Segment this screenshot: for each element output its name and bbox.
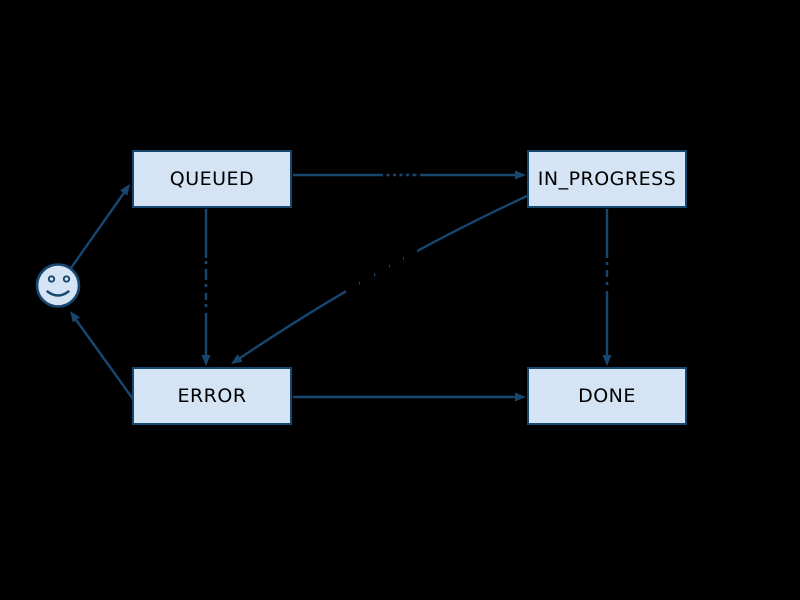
state-label: ERROR (177, 385, 247, 407)
state-label: DONE (578, 385, 636, 407)
edge-in-progress-to-done (600, 209, 615, 366)
smiley-face-icon (35, 263, 81, 308)
arrowhead-icon (602, 355, 612, 366)
edge-error-to-user (70, 311, 134, 400)
state-node-done: DONE (527, 367, 687, 425)
arrowhead-icon (70, 311, 81, 323)
edge-in-progress-to-error (231, 194, 528, 364)
state-label: QUEUED (169, 168, 255, 190)
edge-error-to-done (293, 392, 526, 402)
arrowhead-icon (120, 184, 130, 196)
illegible-edge-label-mask (600, 258, 615, 291)
edge-queued-to-error (198, 209, 213, 366)
state-node-error: ERROR (132, 367, 292, 425)
arrowhead-icon (231, 354, 243, 364)
state-node-in-progress: IN_PROGRESS (527, 150, 687, 208)
state-node-queued: QUEUED (132, 150, 292, 208)
edge-queued-to-in-progress (293, 168, 526, 181)
arrowhead-icon (515, 392, 526, 402)
illegible-edge-label-mask (383, 168, 420, 181)
arrowhead-icon (201, 355, 211, 366)
edge-user-to-queued (70, 184, 130, 269)
arrowhead-icon (515, 170, 526, 180)
state-label: IN_PROGRESS (537, 168, 677, 190)
illegible-edge-label-mask (346, 249, 417, 292)
illegible-edge-label-mask (198, 258, 213, 313)
